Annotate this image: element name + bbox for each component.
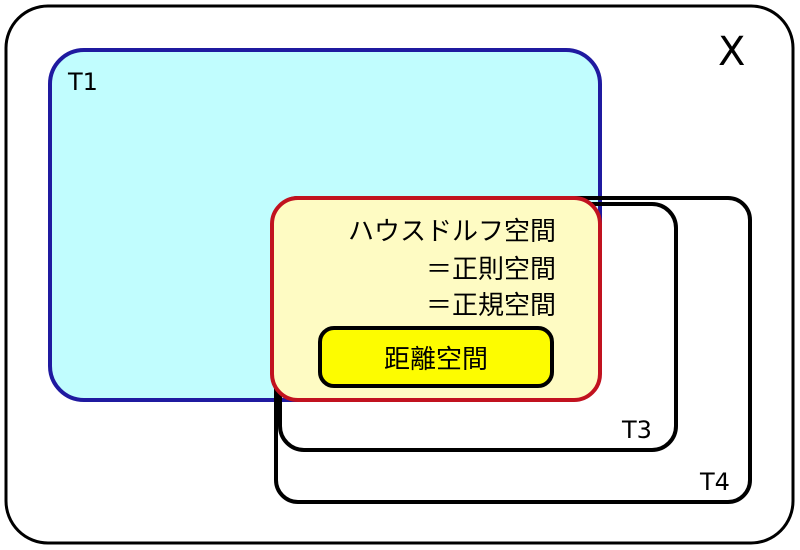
label-x: X xyxy=(718,29,745,75)
label-t3: T3 xyxy=(621,416,652,444)
regular-label: ＝正則空間 xyxy=(426,255,556,285)
metric-space-box xyxy=(318,326,554,388)
normal-label: ＝正規空間 xyxy=(426,291,556,321)
hausdorff-label: ハウスドルフ空間 xyxy=(348,217,556,247)
label-t4: T4 xyxy=(699,468,730,496)
label-t1: T1 xyxy=(67,68,98,96)
metric-space-label: 距離空間 xyxy=(384,345,488,375)
